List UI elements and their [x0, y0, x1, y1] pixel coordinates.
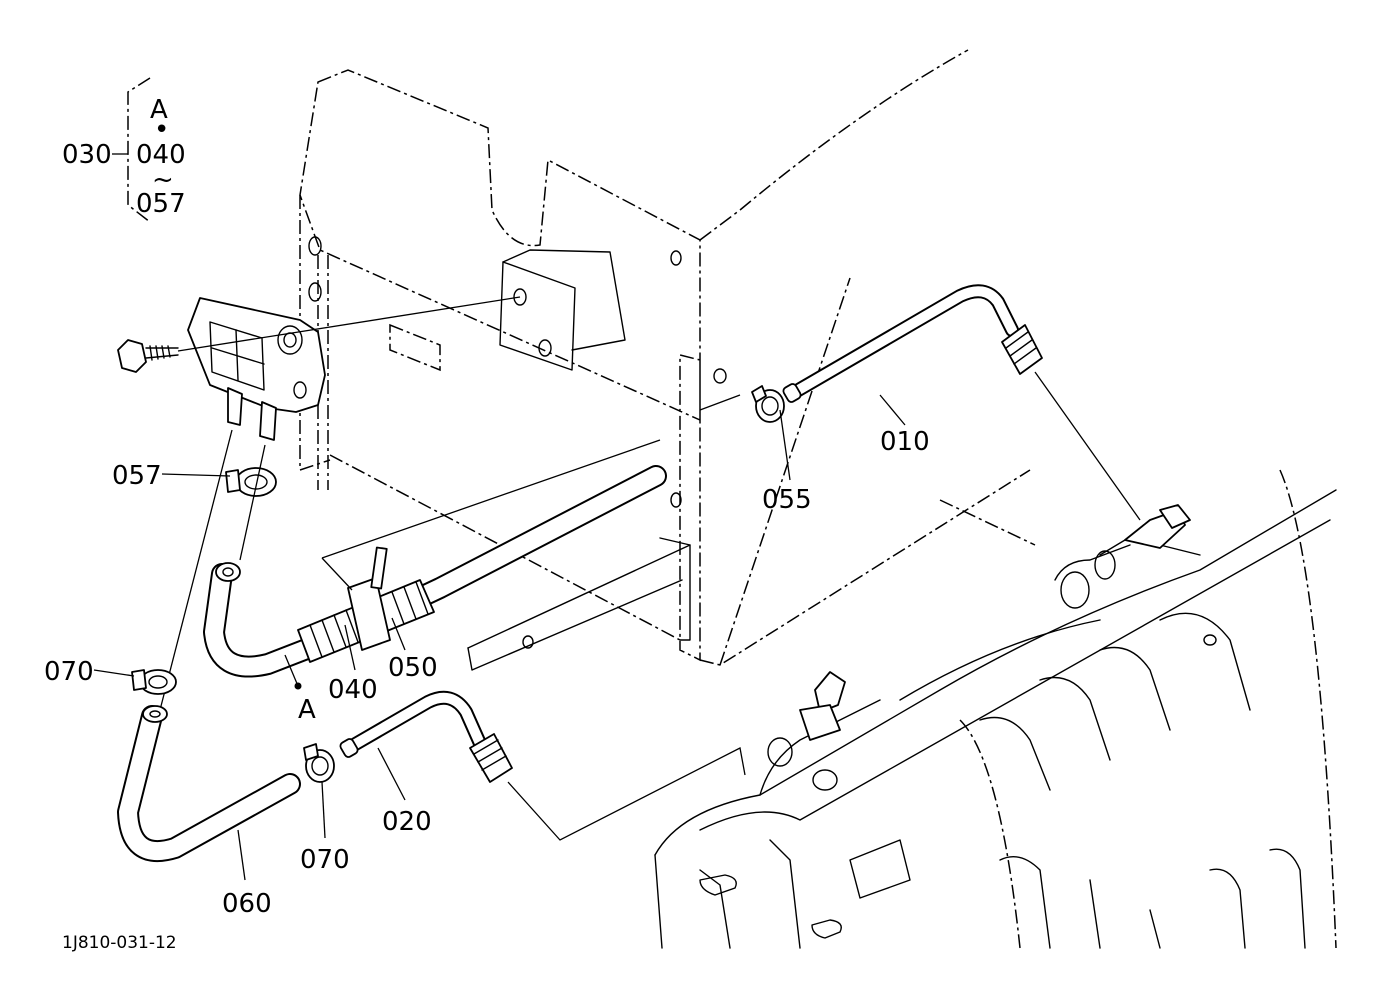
- hose-040: [203, 465, 667, 678]
- drawing-code: 1J810-031-12: [62, 933, 177, 953]
- mount-bracket: [499, 249, 626, 371]
- bolt: [117, 296, 521, 373]
- pipe-010: [782, 284, 1043, 403]
- label-assembly-040: 040: [136, 140, 186, 170]
- dpf-muffler: [654, 469, 1337, 949]
- label-020: 020: [382, 807, 432, 837]
- pressure-sensor: [187, 297, 326, 441]
- label-060: 060: [222, 889, 272, 919]
- callout-labels: 030 A • 040 ~ 057 010 055 057 070 040 05…: [44, 95, 930, 953]
- label-030: 030: [62, 140, 112, 170]
- bellow-050: [297, 546, 435, 663]
- lower-bracket-arm: [467, 537, 691, 671]
- label-assembly-057: 057: [136, 189, 186, 219]
- clamp-070-upper: [131, 669, 177, 695]
- label-070-lower: 070: [300, 845, 350, 875]
- label-055: 055: [762, 485, 812, 515]
- label-057: 057: [112, 461, 162, 491]
- frame-plate-outline: [299, 49, 1036, 666]
- hose-060: [117, 705, 301, 863]
- label-a: A: [298, 695, 316, 725]
- clamp-055: [751, 385, 785, 423]
- pipe-020: [339, 690, 513, 783]
- label-050: 050: [388, 653, 438, 683]
- label-assembly-a: A: [150, 95, 168, 125]
- label-assembly-dot: •: [154, 115, 169, 145]
- label-040: 040: [328, 675, 378, 705]
- label-010: 010: [880, 427, 930, 457]
- assembly-bracket: [112, 77, 151, 223]
- label-070-upper: 070: [44, 657, 94, 687]
- clamp-057: [225, 467, 277, 497]
- label-assembly-tilde: ~: [152, 165, 174, 195]
- clamp-070-lower: [303, 743, 335, 783]
